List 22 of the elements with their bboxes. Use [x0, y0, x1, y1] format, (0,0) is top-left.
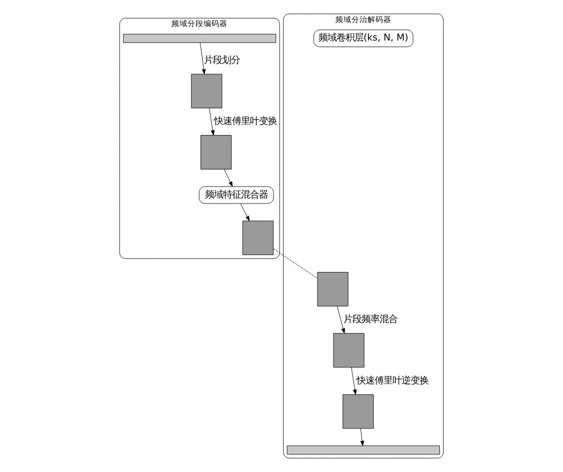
arrow — [240, 203, 250, 222]
node-bar — [286, 446, 440, 455]
edge-label: 片段划分 — [204, 54, 240, 66]
arrow — [200, 42, 206, 74]
node-box: 频域特征混合器 — [198, 186, 274, 204]
edge-label: 快速傅里叶逆变换 — [356, 375, 428, 386]
arrow — [351, 367, 357, 395]
node-box — [333, 333, 364, 368]
arrow — [209, 108, 215, 136]
node-box: 频域卷积层(ks, N, M) — [314, 30, 414, 48]
node-box — [342, 394, 374, 429]
arrow — [224, 169, 233, 187]
node-box — [191, 74, 222, 108]
node-box — [317, 272, 348, 306]
connector — [273, 248, 318, 279]
node-box — [242, 220, 274, 256]
arrow — [360, 428, 364, 446]
node-box — [200, 135, 232, 170]
arrow — [336, 306, 345, 334]
node-bar — [123, 34, 276, 43]
edge-label: 快速傅里叶变换 — [214, 116, 277, 128]
edge-label: 片段频率混合 — [343, 314, 398, 326]
